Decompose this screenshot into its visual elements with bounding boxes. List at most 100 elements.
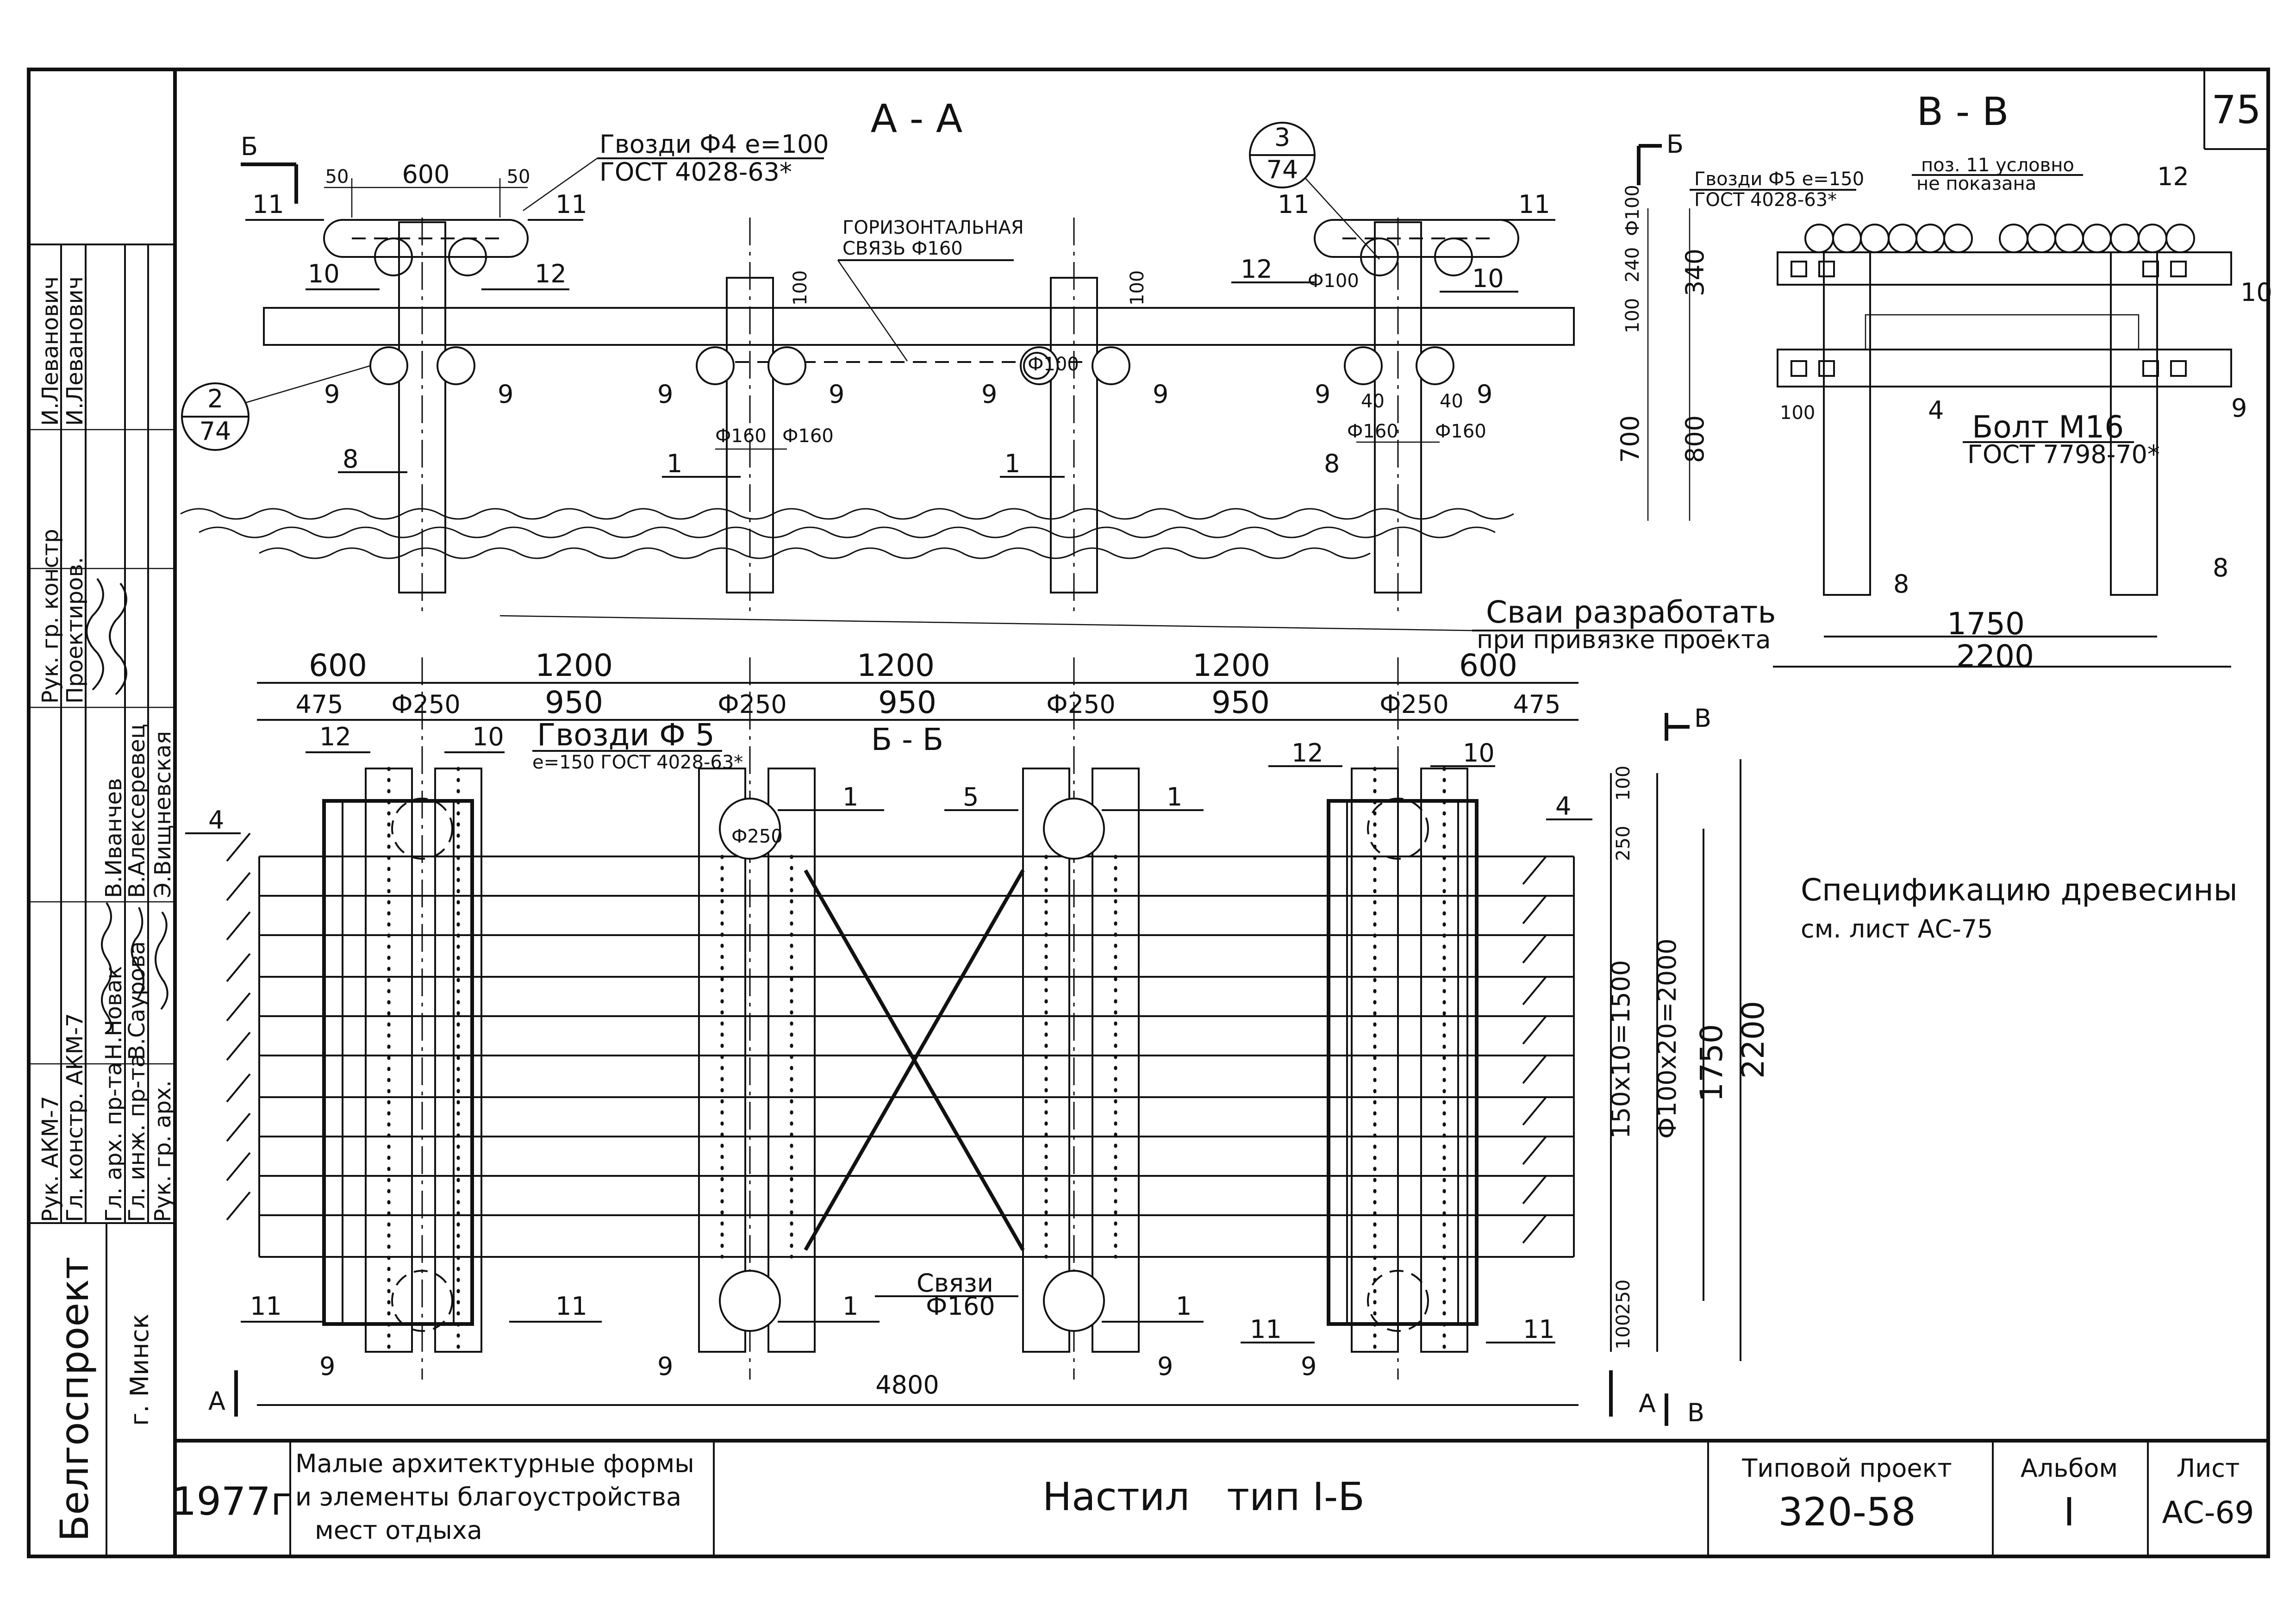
svg-text:800: 800 — [1680, 415, 1710, 463]
svg-text:340: 340 — [1680, 249, 1710, 296]
vv-upper-beam — [1777, 251, 2232, 286]
plan-stringer — [1022, 768, 1070, 1353]
svg-text:11: 11 — [1250, 1315, 1282, 1344]
svg-text:50: 50 — [507, 166, 530, 187]
cross-brace — [804, 869, 1025, 1251]
spec-note-2: см. лист АС-75 — [1801, 914, 1993, 943]
subject-line-3: мест отдыха — [315, 1516, 482, 1545]
year: 1977г — [172, 1479, 291, 1524]
role-6: Рук. гр. констр — [37, 529, 63, 704]
vv-nails-1: Гвозди Ф5 е=150 — [1694, 169, 1864, 190]
drawing-title: Настил тип I-Б — [1042, 1474, 1365, 1519]
plan-bb: 600 1200 1200 1200 600 475 Ф250 950 Ф250… — [185, 648, 1771, 1427]
svg-text:74: 74 — [200, 417, 231, 446]
vv-pile-right — [2110, 251, 2158, 596]
subject-line-1: Малые архитектурные формы — [295, 1449, 694, 1478]
svg-text:11: 11 — [1278, 190, 1310, 219]
svg-text:9: 9 — [324, 380, 340, 409]
svg-text:2200: 2200 — [1956, 638, 2034, 674]
role-7: Проектиров. — [62, 557, 88, 704]
svg-text:Ф100: Ф100 — [1622, 185, 1643, 236]
signature-scribble — [155, 911, 168, 1010]
svg-text:1: 1 — [842, 1292, 858, 1321]
brace-note-1: ГОРИЗОНТАЛЬНАЯ — [842, 217, 1024, 238]
signature-scribble — [131, 907, 145, 1001]
svg-text:10: 10 — [1463, 738, 1495, 768]
svg-text:1200: 1200 — [857, 648, 935, 683]
signature-scribble — [86, 578, 104, 691]
plan-stringer — [1092, 768, 1140, 1353]
svg-text:50: 50 — [325, 166, 349, 187]
svg-text:Ф160: Ф160 — [1435, 421, 1486, 442]
svg-text:1: 1 — [1167, 782, 1182, 812]
plan-piles: Ф250 — [391, 798, 1429, 1332]
svg-text:4800: 4800 — [875, 1370, 939, 1399]
svg-text:10: 10 — [2240, 278, 2272, 307]
svg-text:950: 950 — [878, 685, 936, 720]
svg-text:12: 12 — [1241, 255, 1273, 284]
piles-note-1: Сваи разработать — [1486, 594, 1776, 630]
album-label: Альбом — [2021, 1454, 2118, 1483]
plank-end-hatching — [226, 832, 1547, 1244]
svg-text:1200: 1200 — [535, 648, 613, 683]
braces-note-1: Связи — [917, 1268, 993, 1298]
svg-text:9: 9 — [657, 380, 673, 409]
vv-deck-logs — [1804, 224, 2195, 253]
aa-nails-note-2: ГОСТ 4028-63* — [599, 157, 792, 187]
piles-note-2: при привязке проекта — [1477, 625, 1771, 654]
svg-text:600: 600 — [402, 160, 449, 189]
svg-text:100: 100 — [1622, 298, 1643, 333]
city: г. Минск — [125, 1314, 154, 1426]
plan-position-labels: 12 10 1 5 1 12 10 4 4 11 11 1 1 — [185, 722, 1592, 1381]
section-aa-title: А - А — [871, 96, 963, 141]
brace-note-2: СВЯЗЬ Ф160 — [842, 238, 963, 259]
signature-scribble — [109, 582, 127, 695]
svg-text:40: 40 — [1361, 391, 1385, 412]
svg-text:8: 8 — [1893, 569, 1909, 599]
signature-scribble — [101, 902, 112, 1033]
log-pos11-right — [1314, 219, 1519, 258]
svg-text:А: А — [1639, 1389, 1656, 1418]
svg-text:9: 9 — [1315, 380, 1330, 409]
plan-title: Б - Б — [871, 722, 943, 757]
svg-text:Ф100x20=2000: Ф100x20=2000 — [1653, 938, 1682, 1139]
svg-text:11: 11 — [252, 190, 284, 219]
svg-text:Ф250: Ф250 — [718, 690, 787, 719]
svg-text:12: 12 — [1292, 738, 1323, 768]
svg-text:В: В — [1687, 1398, 1704, 1427]
svg-text:11: 11 — [1523, 1315, 1555, 1344]
svg-text:11: 11 — [250, 1292, 282, 1321]
svg-text:12: 12 — [535, 259, 567, 288]
aa-position-labels: 11 10 12 11 9 9 9 9 9 9 8 1 1 8 9 9 11 1… — [245, 190, 1555, 478]
svg-text:Ф160: Ф160 — [1347, 421, 1398, 442]
svg-text:9: 9 — [1301, 1352, 1316, 1381]
vv-pile-left — [1823, 251, 1871, 596]
svg-text:100: 100 — [1613, 1314, 1634, 1349]
name-4: Н.Новак — [101, 966, 127, 1060]
svg-text:8: 8 — [343, 444, 358, 474]
svg-text:600: 600 — [1459, 648, 1517, 683]
name-5: В.Саурова — [124, 941, 150, 1060]
outer-frame — [27, 68, 2270, 1558]
logs-pos9 — [369, 346, 1454, 385]
svg-text:100: 100 — [790, 270, 811, 306]
svg-text:250: 250 — [1613, 826, 1634, 861]
plan-nails-1: Гвозди Ф 5 — [537, 717, 715, 753]
svg-text:9: 9 — [981, 380, 997, 409]
signature-strip: Рук. АКМ-7 Гл. констр. АКМ-7 Гл. арх. пр… — [29, 244, 176, 1556]
section-aa: А - А Б 50 600 50 Гвозди Ф4 е=100 ГОСТ 4… — [180, 96, 1776, 654]
svg-text:8: 8 — [2213, 553, 2228, 582]
svg-text:4: 4 — [208, 806, 224, 835]
sheet-label: Лист — [2177, 1454, 2240, 1483]
role-1: Рук. АКМ-7 — [37, 1096, 63, 1222]
sheet-code: АС-69 — [2162, 1495, 2254, 1530]
svg-text:74: 74 — [1267, 155, 1298, 184]
log-pos11-left — [323, 219, 529, 258]
sheet-number: 75 — [2212, 87, 2261, 132]
svg-text:Ф100: Ф100 — [1028, 354, 1079, 375]
svg-text:700: 700 — [1616, 415, 1645, 463]
svg-text:100: 100 — [1613, 766, 1634, 801]
svg-text:240: 240 — [1622, 247, 1643, 282]
svg-text:12: 12 — [319, 722, 351, 751]
svg-text:12: 12 — [2157, 162, 2189, 191]
